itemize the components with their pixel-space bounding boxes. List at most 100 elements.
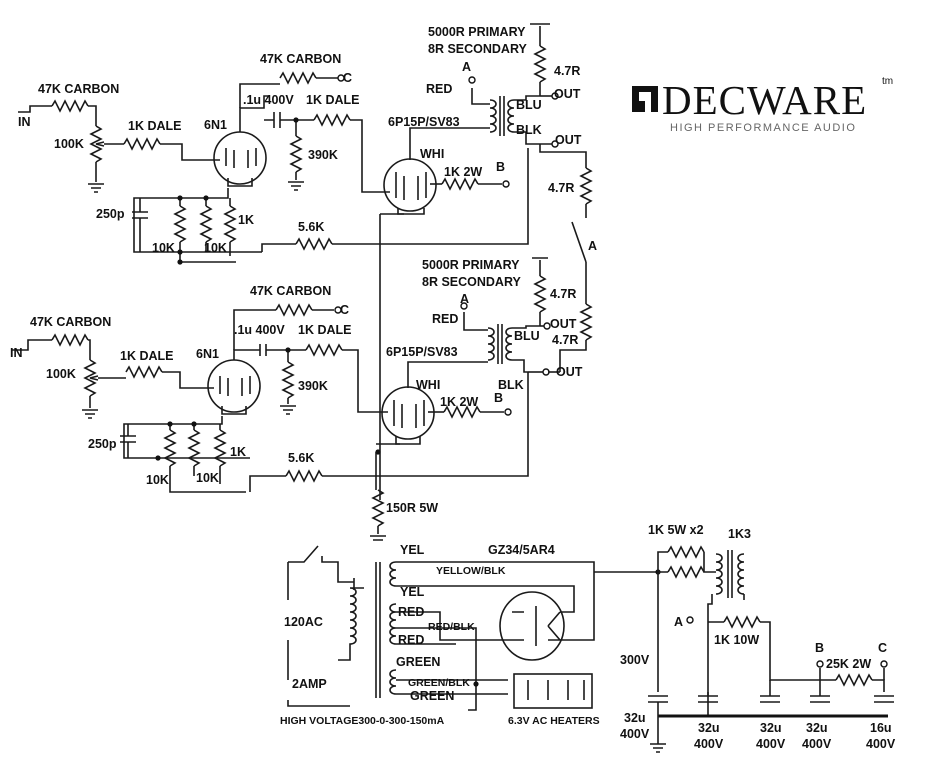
psu-cathode-resistor-label: 150R 5W	[386, 501, 438, 515]
ch1-bypass-cap-label: 250p	[96, 207, 125, 221]
psu-green-2-label: GREEN	[410, 689, 454, 703]
ch2-out-2-label: OUT	[556, 365, 583, 379]
ch1-driver-tube-label: 6N1	[204, 118, 227, 132]
ch2-cathode-resistor-2-label: 10K	[196, 471, 219, 485]
logo-trademark: tm	[882, 76, 894, 87]
ch1-xfmr-primary-label: 5000R PRIMARY	[428, 25, 526, 39]
psu-yel-2-label: YEL	[400, 585, 425, 599]
ch2-xfmr-secondary-label: 8R SECONDARY	[422, 275, 522, 289]
ch2-volume-pot-label: 100K	[46, 367, 76, 381]
ch1-output-tube-label: 6P15P/SV83	[388, 115, 460, 129]
psu-hv-label: HIGH VOLTAGE300-0-300-150mA	[280, 715, 445, 727]
psu-choke-label: 1K3	[728, 527, 751, 541]
ch2-grid-resistor-label: 1K DALE	[120, 349, 173, 363]
psu-cap-1-value: 32u	[624, 711, 646, 725]
ch2-cathode-resistor-3-label: 1K	[230, 445, 246, 459]
psu-red-2-label: RED	[398, 633, 424, 647]
psu-heaters-label: 6.3V AC HEATERS	[508, 715, 600, 727]
ch2-cathode-resistor-1-label: 10K	[146, 473, 169, 487]
ch1-whi-label: WHI	[420, 147, 444, 161]
psu-red-1-label: RED	[398, 605, 424, 619]
psu-cap-4-rating: 400V	[802, 737, 832, 751]
psu-node-c-label: C	[878, 641, 887, 655]
ch1-out-2-label: OUT	[555, 133, 582, 147]
ch2-node-c-label: C	[340, 303, 349, 317]
psu-300v-label: 300V	[620, 653, 650, 667]
ch1-feedback-resistor-label: 5.6K	[298, 220, 324, 234]
ch2-input-label: IN	[10, 346, 23, 360]
psu-node-a-label: A	[674, 615, 683, 629]
psu-red-blk-label: RED/BLK	[428, 621, 475, 633]
ch2-screen-resistor-label: 1K 2W	[440, 395, 478, 409]
decware-logo: DECWARE tm HIGH PERFORMANCE AUDIO	[632, 76, 902, 136]
psu-cap-5-value: 16u	[870, 721, 892, 735]
ch2-red-lead-label: RED	[432, 312, 458, 326]
ch1-cathode-resistor-3-label: 1K	[238, 213, 254, 227]
logo-name: DECWARE	[662, 77, 868, 123]
channel-1	[18, 23, 592, 500]
psu-green-label: GREEN	[396, 655, 440, 669]
ch1-red-lead-label: RED	[426, 82, 452, 96]
ch2-4-7r-bottom-label: 4.7R	[552, 333, 578, 347]
psu-cap-4-value: 32u	[806, 721, 828, 735]
ch1-input-resistor-label: 47K CARBON	[38, 82, 119, 96]
psu-cap-5-rating: 400V	[866, 737, 896, 751]
ch1-node-a-label: A	[462, 60, 471, 74]
ch2-whi-label: WHI	[416, 378, 440, 392]
ch1-input-label: IN	[18, 115, 31, 129]
ch1-coupling-cap-label: .1u 400V	[243, 93, 294, 107]
psu-cap-3-rating: 400V	[756, 737, 786, 751]
psu-green-blk-label: GREEN/BLK	[408, 677, 470, 689]
ch1-4-7r-top-label: 4.7R	[554, 64, 580, 78]
ch1-node-c-label: C	[343, 71, 352, 85]
ch1-4-7r-bottom-label: 4.7R	[548, 181, 574, 195]
ch2-coupling-cap-label: .1u 400V	[234, 323, 285, 337]
ch1-grid-leak-label: 390K	[308, 148, 338, 162]
ch2-blu-lead-label: BLU	[514, 329, 540, 343]
ch1-cathode-resistor-2-label: 10K	[204, 241, 227, 255]
ch2-blk-lead-label: BLK	[498, 378, 524, 392]
logo-tagline: HIGH PERFORMANCE AUDIO	[670, 122, 857, 134]
switch-a-label: A	[588, 239, 597, 253]
psu-1k-10w-label: 1K 10W	[714, 633, 759, 647]
ch2-node-a-label: A	[460, 292, 469, 306]
ch1-node-b-label: B	[496, 160, 505, 174]
ch2-4-7r-top-label: 4.7R	[550, 287, 576, 301]
ch1-out-1-label: OUT	[554, 87, 581, 101]
ch2-bypass-cap-label: 250p	[88, 437, 117, 451]
psu-rectifier-label: GZ34/5AR4	[488, 543, 555, 557]
psu-dropping-resistor-label: 1K 5W x2	[648, 523, 704, 537]
ch1-grid-stopper-label: 1K DALE	[306, 93, 359, 107]
ch2-xfmr-primary-label: 5000R PRIMARY	[422, 258, 520, 272]
ch1-grid-resistor-label: 1K DALE	[128, 119, 181, 133]
ch2-output-tube-label: 6P15P/SV83	[386, 345, 458, 359]
ch1-screen-resistor-label: 1K 2W	[444, 165, 482, 179]
psu-cap-1-rating: 400V	[620, 727, 650, 741]
psu-25k-resistor-label: 25K 2W	[826, 657, 871, 671]
ch1-blk-lead-label: BLK	[516, 123, 542, 137]
ch1-plate-resistor-label: 47K CARBON	[260, 52, 341, 66]
ch2-grid-stopper-label: 1K DALE	[298, 323, 351, 337]
psu-cap-2-value: 32u	[698, 721, 720, 735]
channel-2	[12, 257, 592, 493]
ch1-blu-lead-label: BLU	[516, 98, 542, 112]
psu-cap-3-value: 32u	[760, 721, 782, 735]
psu-node-b-label: B	[815, 641, 824, 655]
psu-cap-2-rating: 400V	[694, 737, 724, 751]
ch2-grid-leak-label: 390K	[298, 379, 328, 393]
ch2-input-resistor-label: 47K CARBON	[30, 315, 111, 329]
psu-fuse-label: 2AMP	[292, 677, 327, 691]
ch1-xfmr-secondary-label: 8R SECONDARY	[428, 42, 528, 56]
ch2-out-1-label: OUT	[550, 317, 577, 331]
decware-logo-mark-icon	[632, 86, 658, 112]
ch2-node-b-label: B	[494, 391, 503, 405]
psu-yel-1-label: YEL	[400, 543, 425, 557]
ch1-volume-pot-label: 100K	[54, 137, 84, 151]
psu-yellow-blk-label: YELLOW/BLK	[436, 565, 506, 577]
ch2-driver-tube-label: 6N1	[196, 347, 219, 361]
ch2-feedback-resistor-label: 5.6K	[288, 451, 314, 465]
psu-mains-label: 120AC	[284, 615, 323, 629]
power-supply	[287, 449, 894, 753]
